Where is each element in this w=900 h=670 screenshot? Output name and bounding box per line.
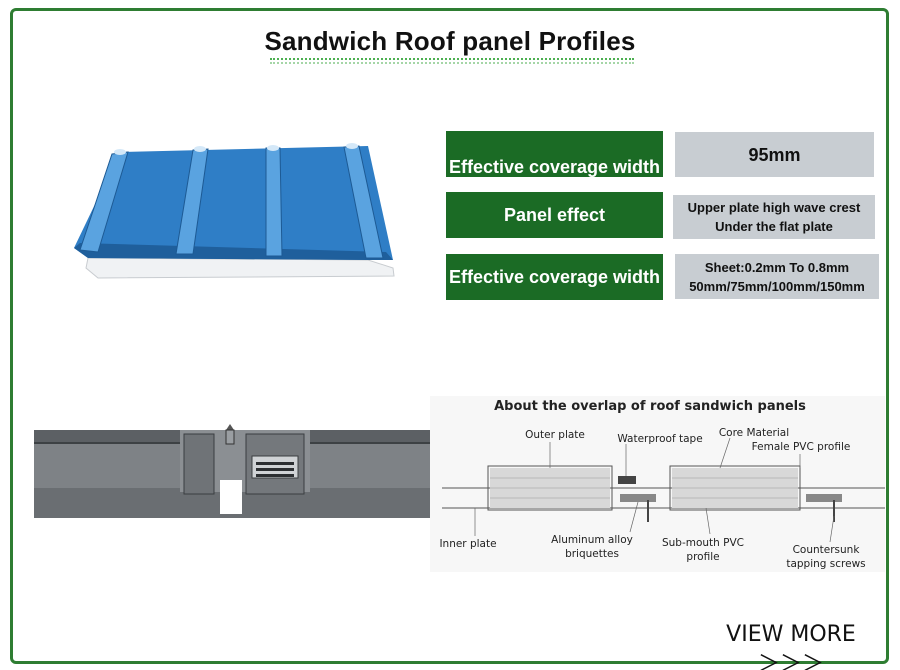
label-outer-plate: Outer plate [525, 429, 585, 441]
label-countersunk-screws: Countersunk tapping screws [786, 544, 866, 570]
view-more-link[interactable]: VIEW MORE＞＞＞ [726, 622, 856, 670]
label-core-material: Core Material [718, 427, 790, 439]
roof-panel-image [74, 143, 395, 279]
label-aluminum-briquettes: Aluminum alloy briquettes [551, 534, 633, 560]
overlap-diagram-title: About the overlap of roof sandwich panel… [494, 399, 806, 414]
label-inner-plate: Inner plate [439, 538, 497, 550]
spec-value-coverage-width: 95mm [675, 132, 874, 177]
spec-label-panel-effect: Panel effect [446, 192, 663, 238]
spec-value-thickness: Sheet:0.2mm To 0.8mm 50mm/75mm/100mm/150… [675, 254, 879, 299]
panel-joint-image [34, 424, 446, 518]
overlap-diagram-image [430, 396, 885, 572]
page-title: Sandwich Roof panel Profiles [264, 26, 636, 56]
title-underline [270, 58, 634, 64]
spec-label-coverage-width: Effective coverage width [446, 131, 663, 177]
label-waterproof-tape: Waterproof tape [617, 433, 703, 445]
label-sub-mouth-pvc: Sub-mouth PVC profile [661, 537, 745, 563]
spec-label-coverage-width-2: Effective coverage width [446, 254, 663, 300]
label-female-pvc-profile: Female PVC profile [751, 441, 851, 453]
spec-value-panel-effect: Upper plate high wave crest Under the fl… [673, 195, 875, 239]
